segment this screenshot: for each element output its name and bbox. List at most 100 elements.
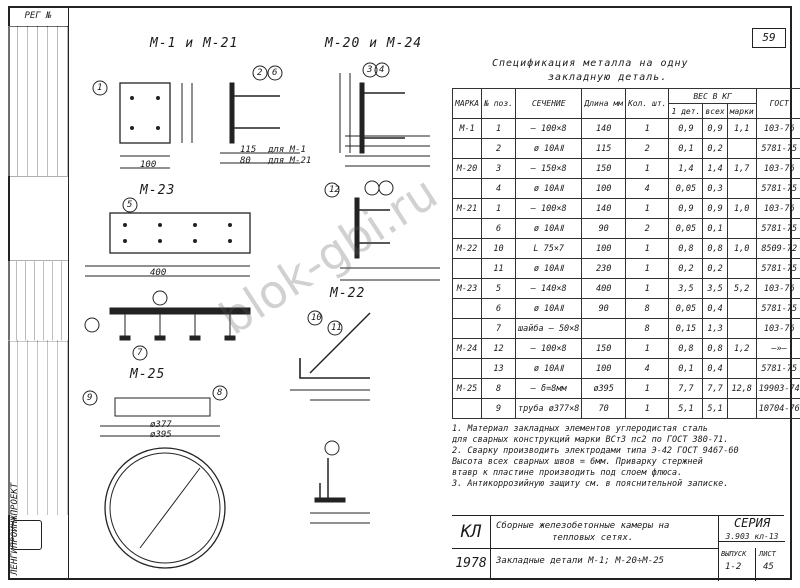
table-cell-len: 400 [581, 278, 626, 299]
table-cell-len: 150 [581, 338, 626, 359]
table-cell-gost: 5781-75 [755, 358, 800, 379]
dim-m1-115: 115 [240, 145, 257, 155]
table-cell-wmark [726, 318, 757, 339]
table-cell-sec: ø 10АⅡ [514, 218, 583, 239]
table-cell-gost: 10704-76 [755, 398, 800, 419]
callout-7: 7 [137, 348, 143, 358]
table-cell-wmark: 12,8 [726, 378, 757, 399]
table-cell-len: 100 [581, 178, 626, 199]
spec-table: МАРКА № поз. СЕЧЕНИЕ Длина мм Кол. шт. В… [451, 88, 800, 419]
m1-title: М-1 и М-21 [150, 36, 239, 51]
m23-side-plate [109, 307, 251, 315]
m1-side-plate [229, 82, 235, 144]
callout-1: 1 [97, 83, 103, 93]
table-cell-qty: 1 [624, 118, 670, 139]
table-cell-pos: 3 [481, 158, 516, 179]
table-cell-len: 100 [581, 238, 626, 259]
table-cell-gost: 103-76 [755, 318, 800, 339]
table-cell-mark [451, 218, 483, 239]
m25-pipe-side [114, 397, 211, 417]
table-cell-len: 140 [581, 118, 626, 139]
org-logo [12, 520, 42, 550]
table-cell-len: 115 [581, 138, 626, 159]
table-cell-pos: 13 [481, 358, 516, 379]
table-cell-gost: —»— [755, 338, 800, 359]
table-cell-w1: 0,1 [668, 138, 704, 159]
table-cell-mark: М-1 [451, 118, 483, 139]
table-cell-mark [451, 398, 483, 419]
stamp-desc-2: тепловых сетях. [552, 533, 634, 543]
table-cell-qty: 2 [624, 218, 670, 239]
table-cell-len: 230 [581, 258, 626, 279]
table-cell-gost: 19903-74 [755, 378, 800, 399]
table-cell-len: 140 [581, 198, 626, 219]
table-cell-gost: 103-76 [755, 158, 800, 179]
table-cell-mark [451, 258, 483, 279]
m25-ring-inner [109, 452, 221, 564]
table-cell-mark: М-22 [451, 238, 483, 259]
table-cell-w1: 5,1 [668, 398, 704, 419]
stamp-vdiv [755, 548, 756, 581]
table-cell-sec: — δ=8мм [514, 378, 583, 399]
note-line: 3. Антикоррозийную защиту см. в поясните… [452, 479, 729, 489]
col-qty: Кол. шт. [624, 88, 670, 119]
m23-title: М-23 [140, 183, 176, 198]
table-cell-wmark [726, 218, 757, 239]
col-mark: МАРКА [451, 88, 483, 119]
table-cell-len: 90 [581, 298, 626, 319]
dim-m25-395: ø395 [150, 430, 172, 440]
table-cell-wmark: 1,0 [726, 198, 757, 219]
table-cell-sec: — 100×8 [514, 338, 583, 359]
table-cell-w1: 0,1 [668, 358, 704, 379]
table-cell-qty: 1 [624, 238, 670, 259]
table-cell-mark [451, 178, 483, 199]
spec-title-2: закладную деталь. [548, 72, 668, 83]
table-cell-wmark: 1,2 [726, 338, 757, 359]
table-cell-qty: 4 [624, 178, 670, 199]
m24-plate [354, 197, 360, 259]
table-cell-mark [451, 318, 483, 339]
table-cell-wmark: 1,1 [726, 118, 757, 139]
table-cell-mark: М-20 [451, 158, 483, 179]
table-cell-gost: 5781-75 [755, 178, 800, 199]
table-cell-pos: 4 [481, 178, 516, 199]
table-cell-qty: 8 [624, 298, 670, 319]
title-block: КЛ 1978 Сборные железобетонные камеры на… [452, 515, 785, 581]
table-cell-wmark: 1,0 [726, 238, 757, 259]
callout-12: 12 [329, 185, 340, 195]
issue-value: 1-2 [725, 562, 742, 572]
table-cell-w1: 0,15 [668, 318, 704, 339]
stamp-divider [490, 548, 718, 549]
table-cell-sec: — 100×8 [514, 198, 583, 219]
callout-6: 6 [272, 68, 278, 78]
table-cell-gost: 5781-75 [755, 258, 800, 279]
table-cell-wall: 0,4 [702, 298, 728, 319]
table-cell-qty: 1 [624, 398, 670, 419]
table-cell-gost: 103-76 [755, 198, 800, 219]
table-cell-wall: 0,1 [702, 218, 728, 239]
table-cell-pos: 2 [481, 138, 516, 159]
table-cell-wmark [726, 178, 757, 199]
table-cell-gost: 5781-75 [755, 138, 800, 159]
table-cell-len: 70 [581, 398, 626, 419]
table-cell-gost: 103-76 [755, 278, 800, 299]
table-cell-w1: 0,8 [668, 238, 704, 259]
table-cell-mark: М-24 [451, 338, 483, 359]
table-cell-qty: 4 [624, 358, 670, 379]
table-cell-qty: 8 [624, 318, 670, 339]
table-cell-qty: 2 [624, 138, 670, 159]
note-line: Высота всех сварных швов = 6мм. Приварку… [452, 457, 703, 467]
table-cell-qty: 1 [624, 198, 670, 219]
series-label: СЕРИЯ [733, 516, 771, 530]
spec-title-1: Спецификация металла на одну [492, 58, 689, 69]
table-cell-len: 90 [581, 218, 626, 239]
table-cell-gost: 5781-75 [755, 218, 800, 239]
table-cell-mark [451, 138, 483, 159]
